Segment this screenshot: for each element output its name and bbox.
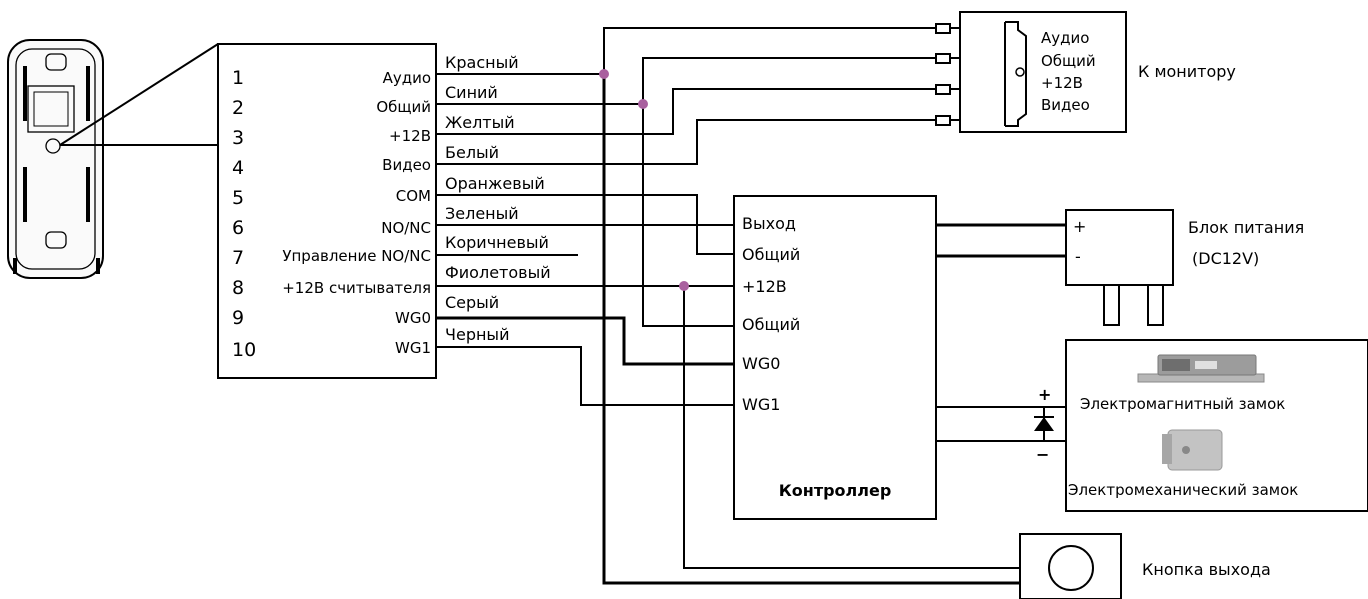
pin-signal: +12В xyxy=(389,127,431,145)
pin-number: 1 xyxy=(232,67,244,89)
pin-signal: NO/NC xyxy=(381,219,431,237)
pin-number: 3 xyxy=(232,127,244,149)
wire-color-label: Желтый xyxy=(445,113,515,132)
wire-color-label: Фиолетовый xyxy=(445,263,551,282)
power-minus: - xyxy=(1075,247,1081,266)
wire-colors: Красный Синий Желтый Белый Оранжевый Зел… xyxy=(445,53,551,344)
electromagnetic-lock-picture xyxy=(1137,354,1265,383)
pin-signal: Управление NO/NC xyxy=(282,247,431,265)
lock-minus: − xyxy=(1036,445,1049,464)
lock-box: Электромагнитный замок Электромеханическ… xyxy=(1065,339,1368,512)
wire-color-label: Белый xyxy=(445,143,499,162)
pin-signal: Аудио xyxy=(383,69,431,87)
controller: Выход Общий +12В Общий WG0 WG1 Контролле… xyxy=(733,195,937,520)
monitor-label-video: Видео xyxy=(1041,96,1090,114)
lock-mechanical-label: Электромеханический замок xyxy=(1068,481,1298,499)
pin-signals: Аудио Общий +12В Видео COM NO/NC Управле… xyxy=(282,69,431,357)
monitor-label-audio: Аудио xyxy=(1041,29,1089,47)
lock-magnetic-label: Электромагнитный замок xyxy=(1080,395,1285,413)
wires xyxy=(436,27,1066,585)
pin-signal: Видео xyxy=(382,156,431,174)
monitor-title: К монитору xyxy=(1138,62,1236,81)
pin-signal: +12В считывателя xyxy=(282,279,431,297)
exit-button xyxy=(1019,533,1122,599)
lock-plus: + xyxy=(1038,385,1051,404)
monitor-connector: Аудио Общий +12В Видео xyxy=(935,11,1127,133)
wire-color-label: Черный xyxy=(445,325,509,344)
pin-signal: COM xyxy=(396,187,431,205)
pin-number: 8 xyxy=(232,277,244,299)
junction-dots xyxy=(599,69,689,291)
controller-title: Контроллер xyxy=(779,481,892,500)
electromechanical-lock-picture xyxy=(1162,429,1223,471)
junction-dot xyxy=(679,281,689,291)
pin-signal: WG0 xyxy=(395,309,431,327)
call-panel-device xyxy=(7,39,104,279)
pin-signal: WG1 xyxy=(395,339,431,357)
wire-color-label: Коричневый xyxy=(445,233,549,252)
exit-button-circle xyxy=(1048,545,1094,591)
wire-color-label: Синий xyxy=(445,83,498,102)
pin-number: 2 xyxy=(232,97,244,119)
controller-terminal: Общий xyxy=(742,315,800,334)
controller-terminal: WG1 xyxy=(742,395,780,414)
pin-numbers: 1 2 3 4 5 6 7 8 9 10 xyxy=(232,67,256,361)
pin-number: 9 xyxy=(232,307,244,329)
wire-color-label: Зеленый xyxy=(445,204,519,223)
intercom-terminal-block xyxy=(217,43,437,379)
wire-color-label: Красный xyxy=(445,53,519,72)
power-supply: + - xyxy=(1065,209,1174,326)
monitor-label-12v: +12В xyxy=(1041,74,1083,92)
pin-signal: Общий xyxy=(376,98,431,116)
controller-terminal: +12В xyxy=(742,277,787,296)
pin-number: 7 xyxy=(232,247,244,269)
wire-color-label: Оранжевый xyxy=(445,174,545,193)
controller-terminal: Выход xyxy=(742,214,796,233)
pin-number: 4 xyxy=(232,157,244,179)
controller-terminal: WG0 xyxy=(742,354,780,373)
junction-dot xyxy=(599,69,609,79)
exit-button-title: Кнопка выхода xyxy=(1142,560,1271,579)
power-title: Блок питания xyxy=(1188,218,1304,237)
power-plus: + xyxy=(1073,217,1086,236)
monitor-label-common: Общий xyxy=(1041,52,1096,70)
wire-color-label: Серый xyxy=(445,293,499,312)
controller-terminal: Общий xyxy=(742,245,800,264)
lock-diode: + − xyxy=(1034,385,1054,464)
junction-dot xyxy=(638,99,648,109)
pin-number: 5 xyxy=(232,187,244,209)
pin-number: 6 xyxy=(232,217,244,239)
pin-number: 10 xyxy=(232,339,256,361)
power-subtitle: (DC12V) xyxy=(1192,249,1259,268)
